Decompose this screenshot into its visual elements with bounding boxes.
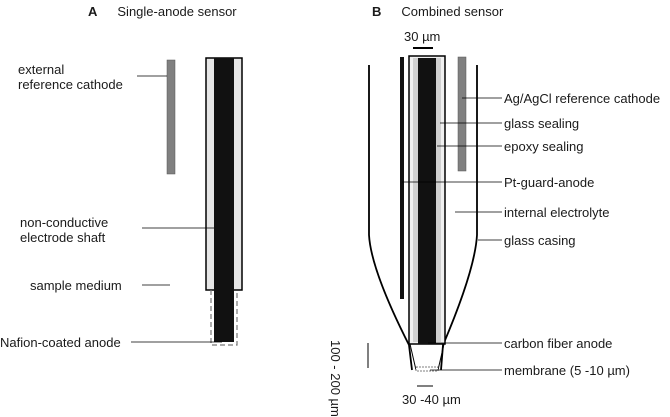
glass-casing-label: glass casing <box>504 233 576 248</box>
external-reference-cathode-shape <box>166 59 176 175</box>
panel-a-letter: A <box>88 4 98 19</box>
external-reference-cathode-label-line2: reference cathode <box>18 77 123 92</box>
panel-b-header: B Combined sensor <box>372 4 503 19</box>
tip-width-dimension: 30 -40 µm <box>402 392 461 407</box>
pt-guard-anode-label: Pt-guard-anode <box>504 175 595 190</box>
panel-a-header: A Single-anode sensor <box>88 4 237 19</box>
carbon-fiber-anode-shape <box>418 58 436 344</box>
pt-guard-anode-shape <box>400 57 404 299</box>
sample-medium-label: sample medium <box>30 278 122 293</box>
internal-electrolyte-label: internal electrolyte <box>504 205 610 220</box>
membrane-shape <box>415 366 439 372</box>
top-width-dimension: 30 µm <box>404 29 441 44</box>
electrode-shaft-label: non-conductive electrode shaft <box>20 215 108 245</box>
agagcl-reference-cathode-label: Ag/AgCl reference cathode <box>504 91 661 106</box>
epoxy-sealing-label: epoxy sealing <box>504 139 584 154</box>
glass-sealing-label: glass sealing <box>504 116 580 131</box>
electrode-shaft-label-line1: non-conductive <box>20 215 109 230</box>
carbon-fiber-anode-label: carbon fiber anode <box>504 336 613 351</box>
nafion-anode-label: Nafion-coated anode <box>0 335 121 350</box>
tip-length-dimension: 100 - 200 µm <box>328 340 343 417</box>
electrode-shaft-label-line2: electrode shaft <box>20 230 106 245</box>
anode-core-shape <box>214 58 234 342</box>
external-reference-cathode-label-line1: external <box>18 62 65 77</box>
glass-casing-shape <box>368 65 413 371</box>
panel-b-letter: B <box>372 4 382 19</box>
external-reference-cathode-label: external reference cathode <box>18 62 123 92</box>
agagcl-reference-cathode-shape <box>457 56 467 172</box>
membrane-label: membrane (5 -10 µm) <box>504 363 630 378</box>
nafion-coating-shape <box>210 290 238 346</box>
panel-a-title: Single-anode sensor <box>117 4 237 19</box>
panel-b-title: Combined sensor <box>401 4 504 19</box>
